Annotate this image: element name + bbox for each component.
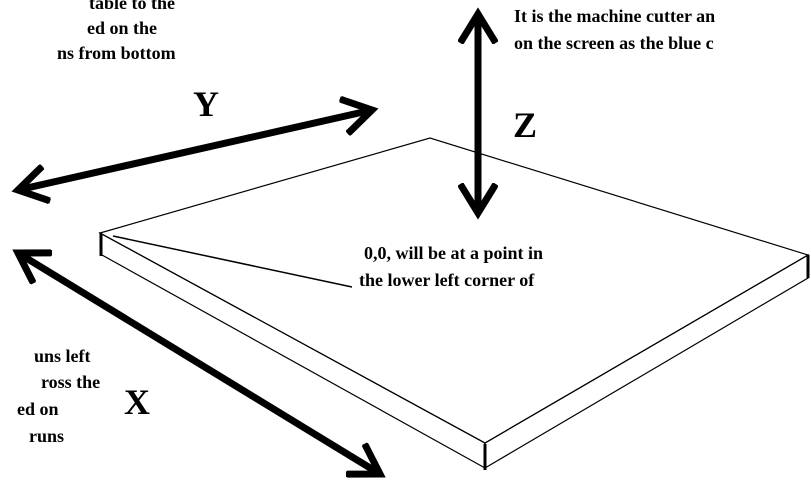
caption-top-left-line-1: table to the: [89, 0, 175, 13]
caption-origin-line-2: the lower left corner of: [359, 270, 535, 290]
z-axis-label: Z: [513, 105, 538, 145]
caption-top-right-line-1: It is the machine cutter an: [514, 6, 716, 26]
caption-bottom-left-line-2: ross the: [41, 372, 101, 392]
caption-origin-line-1: 0,0, will be at a point in: [364, 243, 544, 263]
caption-top-right-line-2: on the screen as the blue c: [514, 33, 714, 53]
caption-bottom-left-line-1: uns left: [34, 346, 91, 366]
x-axis-label: X: [124, 382, 150, 422]
caption-bottom-left-line-4: runs: [29, 426, 65, 446]
y-axis-label: Y: [193, 84, 219, 124]
table-slab: [98, 137, 810, 470]
caption-bottom-left-line-3: ed on: [17, 399, 59, 419]
y-axis-arrow: [18, 110, 372, 190]
x-axis-arrow: [18, 253, 380, 474]
caption-top-left-line-3: ns from bottom: [57, 43, 176, 63]
origin-callout-line: [112, 235, 353, 288]
caption-top-left-line-2: ed on the: [87, 18, 158, 38]
